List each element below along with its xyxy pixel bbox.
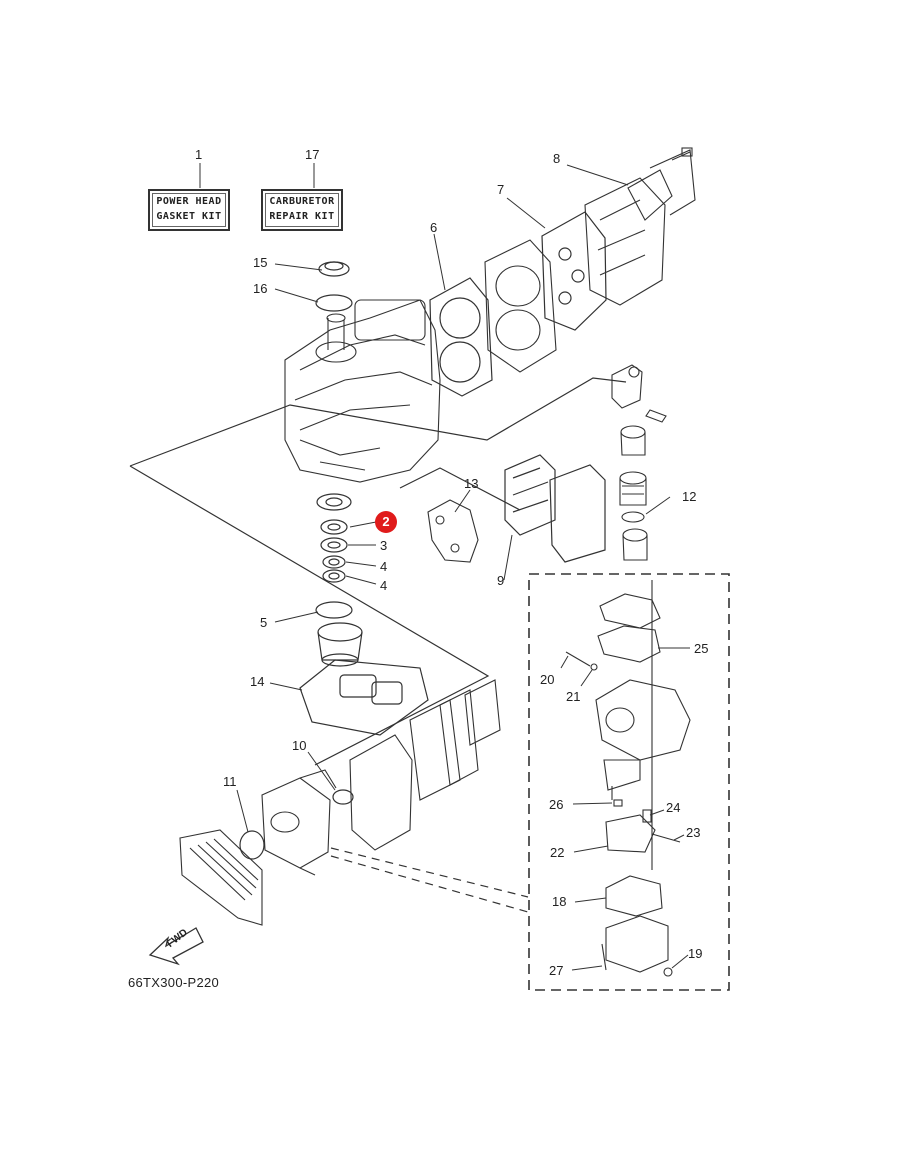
drain-screw-27	[601, 943, 607, 971]
bearing-4b	[322, 569, 346, 583]
screw-20	[565, 651, 591, 667]
callout-14: 14	[250, 674, 265, 689]
callout-3: 3	[380, 538, 388, 553]
needle-24	[642, 809, 652, 823]
callout-11: 11	[223, 774, 237, 789]
callout-2-highlighted[interactable]: 2	[375, 511, 397, 533]
cylinder-head	[484, 239, 557, 373]
callout-5: 5	[260, 615, 268, 630]
bearing-4a	[322, 555, 346, 569]
callout-12: 12	[682, 489, 697, 504]
callout-15: 15	[253, 255, 268, 270]
assembly-boundary-line-2	[129, 465, 490, 766]
head-cover-gasket	[541, 211, 607, 331]
power-head-gasket-kit-label: POWER HEAD GASKET KIT	[148, 189, 230, 231]
callout-25: 25	[694, 641, 709, 656]
carburetor-body	[261, 769, 337, 876]
oil-seal-3	[320, 537, 348, 553]
powerhead-block	[284, 299, 441, 483]
float-chamber	[605, 915, 669, 973]
boundary-branch-line	[399, 467, 521, 511]
side-cover	[549, 464, 606, 563]
diaphragm-gasket-25	[597, 625, 661, 663]
callout-27: 27	[549, 963, 564, 978]
callout-1: 1	[195, 147, 203, 162]
head-cover	[584, 177, 666, 306]
callout-19: 19	[688, 946, 703, 961]
thermostat-assembly	[611, 364, 667, 561]
float-chamber-gasket-18	[605, 875, 663, 917]
callout-4: 4	[380, 578, 388, 593]
carburetor-repair-kit-label: CARBURETOR REPAIR KIT	[261, 189, 343, 231]
jet-26	[613, 799, 623, 807]
pin-23	[651, 833, 681, 843]
o-ring-5	[315, 601, 353, 619]
carb-kit-parts	[565, 580, 691, 977]
lower-seal-housing	[317, 622, 363, 667]
callout-22: 22	[550, 845, 565, 860]
callout-21: 21	[566, 689, 581, 704]
kit-line-2: REPAIR KIT	[269, 211, 335, 222]
bypass-cover-13	[427, 499, 479, 563]
kit-line-1: POWER HEAD	[156, 196, 222, 207]
carburetor-kit-dashed-box	[528, 573, 730, 991]
callout-6: 6	[430, 220, 438, 235]
o-ring-11	[239, 830, 265, 860]
callout-9: 9	[497, 573, 505, 588]
drain-plug-19	[663, 967, 673, 977]
callout-26: 26	[549, 797, 564, 812]
callout-18: 18	[552, 894, 567, 909]
callout-23: 23	[686, 825, 701, 840]
callout-16: 16	[253, 281, 268, 296]
carb-body-small	[595, 679, 691, 761]
cover-gasket-9	[504, 454, 556, 536]
o-ring-12	[621, 511, 645, 523]
callout-8: 8	[553, 151, 561, 166]
callout-20: 20	[540, 672, 555, 687]
exhaust-cover-gasket	[627, 147, 696, 221]
oil-seal-2	[320, 519, 348, 535]
diagram-reference-code: 66TX300-P220	[128, 975, 220, 990]
callout-7: 7	[497, 182, 505, 197]
intake-silencer	[179, 829, 263, 926]
callout-13: 13	[464, 476, 479, 491]
top-cover	[599, 593, 661, 629]
callout-10: 10	[292, 738, 307, 753]
float-22	[605, 814, 656, 853]
exhaust-manifold-gasket	[299, 659, 429, 736]
o-ring-16	[315, 294, 353, 312]
oil-seal-15	[318, 261, 350, 277]
kit-line-2: GASKET KIT	[156, 211, 222, 222]
assembly-boundary-line	[129, 377, 627, 467]
callout-4: 4	[380, 559, 388, 574]
kit-line-1: CARBURETOR	[269, 196, 335, 207]
cylinder-head-gasket	[429, 277, 493, 397]
fwd-arrow-icon	[148, 927, 204, 966]
reed-valve-assembly	[349, 679, 501, 851]
callout-17: 17	[305, 147, 320, 162]
callout-24: 24	[666, 800, 681, 815]
o-ring-10	[332, 789, 354, 805]
